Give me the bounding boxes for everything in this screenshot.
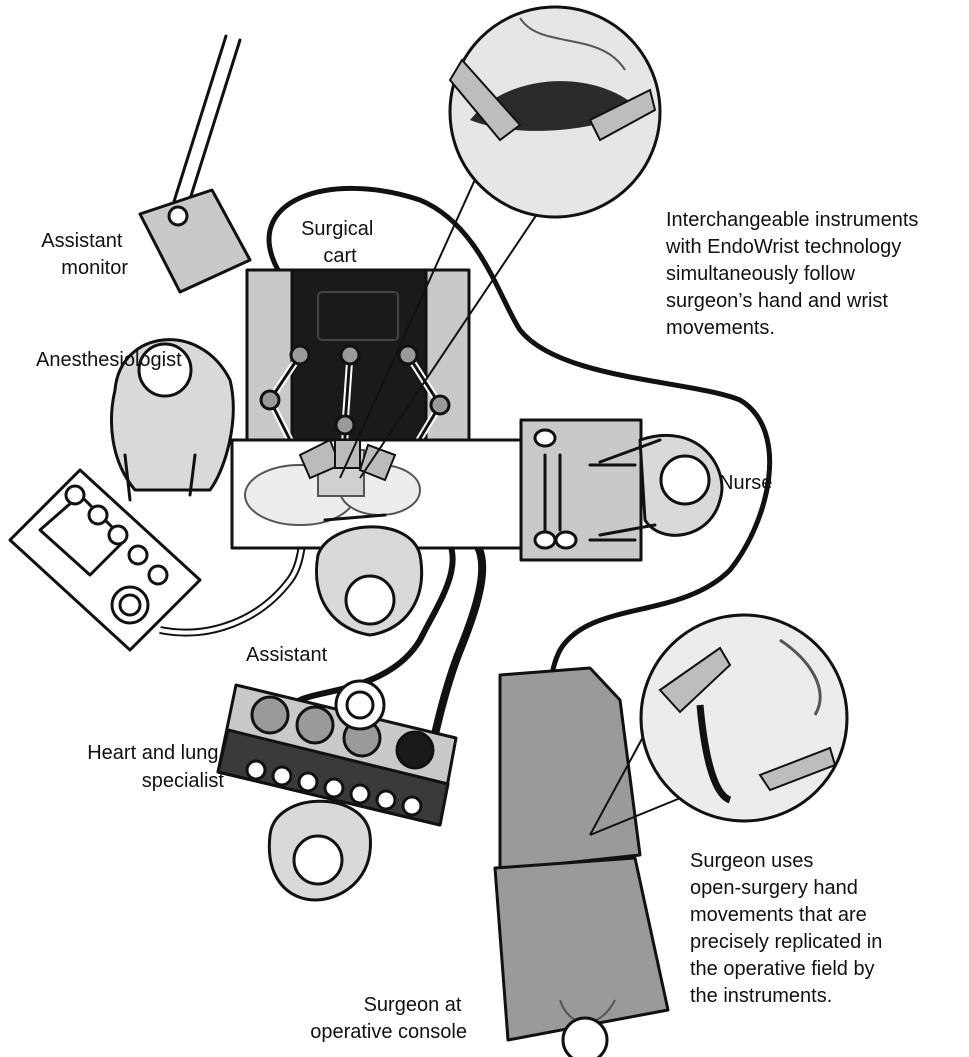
anesthesia-machine bbox=[10, 470, 200, 650]
nurse-instrument-table bbox=[521, 420, 641, 560]
label-surgeon-console: Surgeon at operative console bbox=[310, 994, 467, 1043]
label-anesthesiologist: Anesthesiologist bbox=[36, 349, 182, 371]
caption-surgeon: Surgeon uses open-surgery hand movements… bbox=[690, 850, 888, 1007]
label-surgical-cart: Surgical cart bbox=[301, 218, 379, 267]
label-nurse: Nurse bbox=[719, 472, 772, 494]
label-assistant-monitor: Assistant monitor bbox=[41, 230, 128, 279]
caption-instruments: Interchangeable instruments with EndoWri… bbox=[665, 209, 924, 339]
instruments-inset bbox=[450, 7, 660, 217]
surgeon-hands-inset bbox=[641, 615, 847, 821]
heart-lung-specialist-figure bbox=[269, 801, 370, 900]
monitor-screen bbox=[140, 190, 250, 292]
label-heart-lung-specialist: Heart and lung specialist bbox=[87, 742, 224, 792]
label-assistant: Assistant bbox=[246, 644, 328, 666]
assistant-monitor bbox=[140, 36, 250, 292]
